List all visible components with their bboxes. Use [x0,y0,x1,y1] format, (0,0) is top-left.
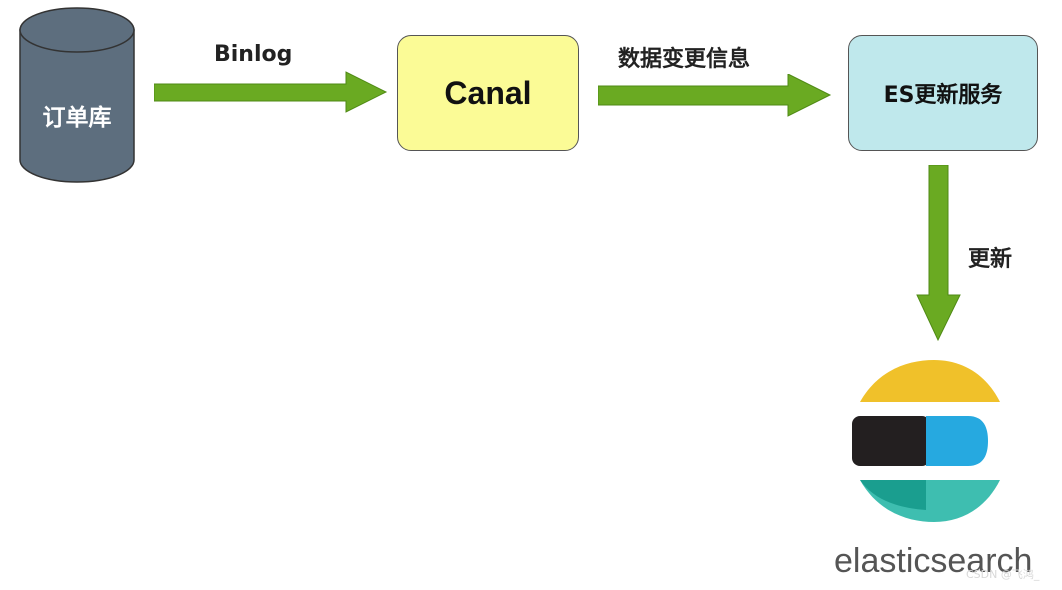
database-icon [19,7,135,183]
canal-label: Canal [444,74,532,111]
elasticsearch-wordmark: elasticsearch [834,542,1033,580]
edge-label-binlog: Binlog [214,42,293,67]
edge-label-data-change: 数据变更信息 [618,47,751,72]
order-db-label: 订单库 [42,105,112,131]
edge-label-update: 更新 [968,247,1013,272]
elasticsearch-logo-icon [852,360,1000,522]
arrow-binlog [154,71,388,113]
watermark: CSDN @飞鸿_ [966,568,1040,581]
es-service-label: ES更新服务 [883,83,1003,108]
arrow-data-change [598,74,832,117]
arrow-update [916,165,961,342]
canal-box: Canal [397,35,579,151]
es-service-box: ES更新服务 [848,35,1038,151]
